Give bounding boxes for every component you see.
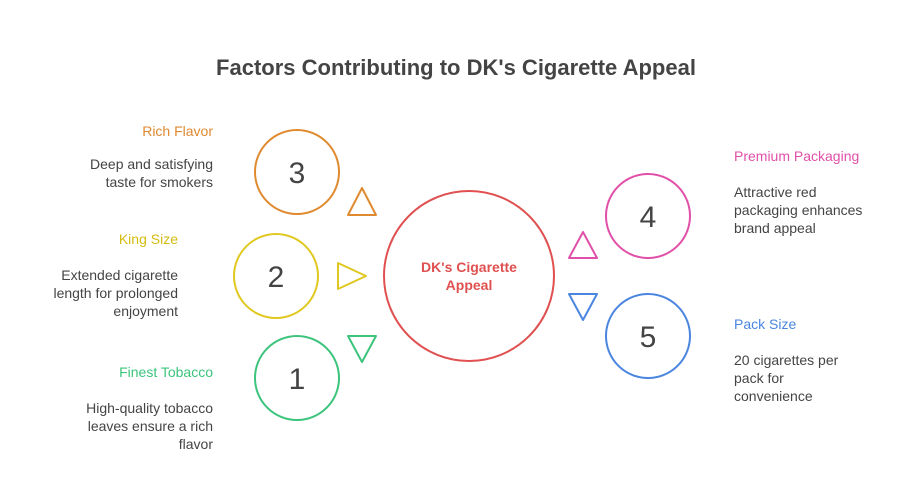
factor-number: 1	[289, 363, 306, 396]
factor-desc: convenience	[734, 388, 813, 404]
factor-number: 3	[289, 157, 306, 190]
factor-circle	[605, 173, 691, 259]
factor-premium-packaging: 4 Premium Packaging Attractive red packa…	[568, 148, 862, 259]
factor-desc: 20 cigarettes per	[734, 352, 839, 368]
factor-desc: Extended cigarette	[61, 267, 178, 283]
center-label-line1: DK's Cigarette	[421, 259, 517, 275]
triangle-down-icon	[347, 335, 377, 363]
factor-desc: Deep and satisfying	[90, 156, 213, 172]
triangle-up-icon	[568, 231, 598, 259]
factor-heading: Finest Tobacco	[119, 364, 213, 380]
triangle-right-icon	[337, 262, 367, 290]
factor-circle	[254, 129, 340, 215]
factor-heading: King Size	[119, 231, 178, 247]
factor-desc: brand appeal	[734, 220, 816, 236]
factor-circle	[605, 293, 691, 379]
center-label-line2: Appeal	[446, 277, 493, 293]
factor-number: 5	[640, 321, 657, 354]
factor-desc: length for prolonged	[53, 285, 178, 301]
triangle-down-icon	[568, 293, 598, 321]
factor-desc: Attractive red	[734, 184, 816, 200]
factor-desc: enjoyment	[113, 303, 178, 319]
center-circle	[383, 190, 555, 362]
factor-heading: Premium Packaging	[734, 148, 859, 164]
factor-circle	[233, 233, 319, 319]
factor-desc: packaging enhances	[734, 202, 862, 218]
factor-circle	[254, 335, 340, 421]
triangle-up-icon	[347, 187, 377, 216]
factor-desc: leaves ensure a rich	[88, 418, 213, 434]
factor-heading: Pack Size	[734, 316, 796, 332]
factor-desc: pack for	[734, 370, 784, 386]
factor-desc: High-quality tobacco	[86, 400, 213, 416]
factor-heading: Rich Flavor	[142, 123, 213, 139]
factor-number: 4	[640, 201, 657, 234]
factor-number: 2	[268, 261, 285, 294]
factor-king-size: 2 King Size Extended cigarette length fo…	[53, 231, 367, 319]
factor-finest-tobacco: 1 Finest Tobacco High-quality tobacco le…	[86, 335, 377, 452]
factor-pack-size: 5 Pack Size 20 cigarettes per pack for c…	[568, 293, 839, 404]
factor-desc: flavor	[179, 436, 214, 452]
diagram-title: Factors Contributing to DK's Cigarette A…	[216, 55, 696, 80]
factor-desc: taste for smokers	[106, 174, 213, 190]
factor-rich-flavor: 3 Rich Flavor Deep and satisfying taste …	[90, 123, 377, 216]
